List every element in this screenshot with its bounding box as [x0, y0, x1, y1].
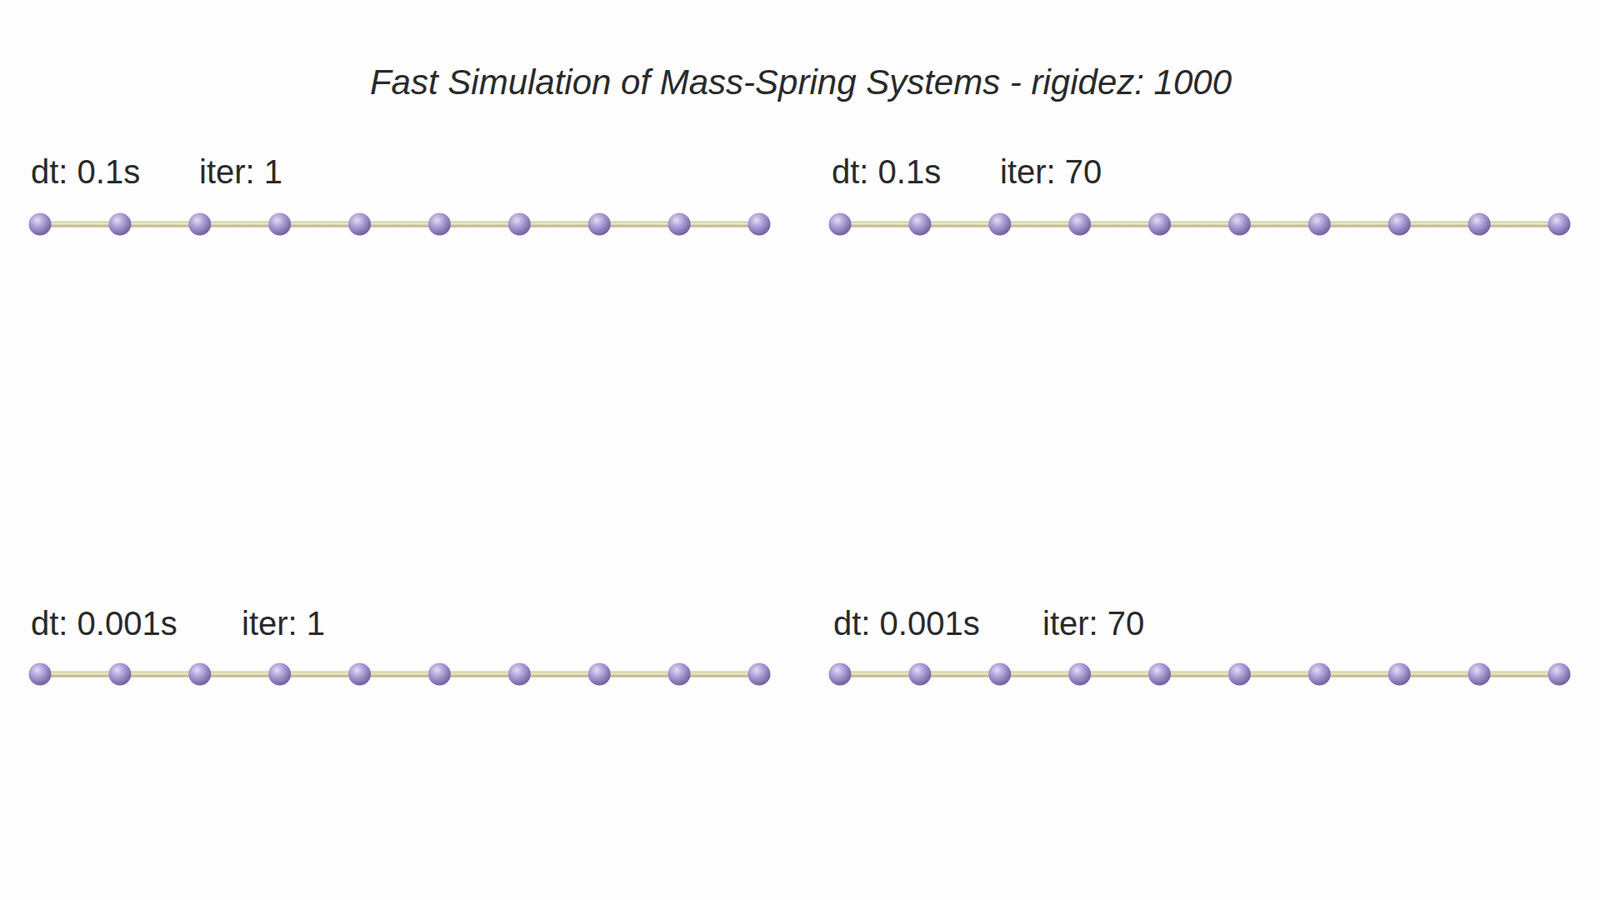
timestep-label: dt: 0.001s	[30, 606, 178, 640]
mass-ball	[1308, 213, 1331, 236]
mass-ball	[1068, 663, 1091, 686]
mass-ball	[748, 663, 771, 686]
mass-ball	[1468, 663, 1491, 686]
iteration-label: iter: 70	[1000, 155, 1102, 189]
mass-ball	[508, 663, 531, 686]
mass-ball	[29, 213, 52, 236]
mass-ball	[1308, 663, 1331, 686]
mass-ball	[829, 213, 852, 236]
spring-rod	[40, 221, 760, 228]
spring-chain	[829, 213, 1571, 236]
iteration-label: iter: 70	[1042, 606, 1145, 640]
spring-chain	[29, 663, 771, 686]
mass-ball	[748, 213, 771, 236]
mass-ball	[588, 663, 611, 686]
mass-ball	[829, 663, 852, 686]
iteration-label: iter: 1	[241, 606, 325, 640]
mass-ball	[1468, 213, 1491, 236]
mass-ball	[348, 663, 371, 686]
iteration-label: iter: 1	[199, 155, 283, 189]
mass-ball	[268, 663, 291, 686]
title: Fast Simulation of Mass-Spring Systems -…	[370, 65, 1232, 100]
mass-ball	[668, 213, 691, 236]
mass-ball	[1068, 213, 1091, 236]
mass-ball	[588, 213, 611, 236]
mass-ball	[508, 213, 531, 236]
mass-ball	[1148, 213, 1171, 236]
timestep-label: dt: 0.1s	[30, 155, 140, 189]
mass-ball	[108, 663, 131, 686]
mass-ball	[188, 213, 211, 236]
mass-ball	[108, 213, 131, 236]
mass-ball	[908, 213, 931, 236]
mass-ball	[348, 213, 371, 236]
timestep-label: dt: 0.1s	[831, 155, 941, 189]
mass-ball	[268, 213, 291, 236]
mass-ball	[29, 663, 52, 686]
mass-ball	[188, 663, 211, 686]
spring-chain	[829, 663, 1571, 686]
spring-rod	[840, 671, 1560, 678]
mass-ball	[1228, 213, 1251, 236]
mass-ball	[1388, 213, 1411, 236]
mass-ball	[428, 213, 451, 236]
mass-ball	[988, 663, 1011, 686]
mass-ball	[668, 663, 691, 686]
mass-ball	[1548, 663, 1571, 686]
spring-rod	[40, 671, 760, 678]
mass-ball	[988, 213, 1011, 236]
spring-chain	[29, 213, 771, 236]
mass-ball	[1548, 213, 1571, 236]
timestep-label: dt: 0.001s	[833, 606, 980, 640]
mass-ball	[908, 663, 931, 686]
mass-ball	[428, 663, 451, 686]
spring-rod	[840, 221, 1560, 228]
mass-ball	[1388, 663, 1411, 686]
mass-ball	[1228, 663, 1251, 686]
mass-ball	[1148, 663, 1171, 686]
